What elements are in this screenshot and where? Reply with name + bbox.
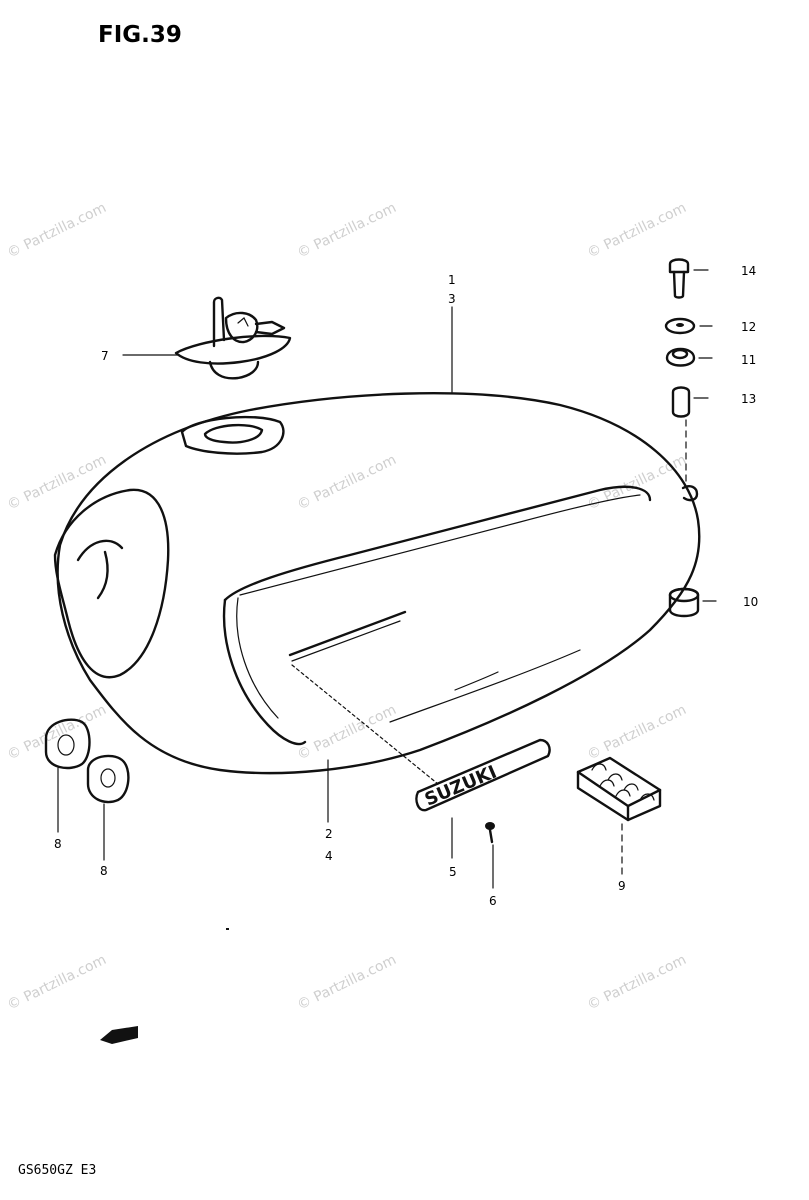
watermark-text: © Partzilla.com xyxy=(5,200,109,262)
callout-13: 13 xyxy=(741,392,756,406)
watermark-text: © Partzilla.com xyxy=(585,452,689,514)
fuel-cap-drawing xyxy=(174,296,292,380)
watermark-text: © Partzilla.com xyxy=(295,452,399,514)
emblem-badge-text: SUZUKI xyxy=(422,762,500,811)
watermark-text: © Partzilla.com xyxy=(5,702,109,764)
fuel-tank-drawing xyxy=(53,392,701,775)
front-arrow-icon xyxy=(100,1026,138,1044)
cushion-drawings xyxy=(44,718,130,804)
hardware-drawings xyxy=(664,258,700,618)
callout-12: 12 xyxy=(741,320,756,334)
watermark-layer: © Partzilla.com © Partzilla.com © Partzi… xyxy=(5,200,689,1014)
watermark-text: © Partzilla.com xyxy=(585,952,689,1014)
speck-mark xyxy=(226,928,229,930)
callout-7: 7 xyxy=(101,349,109,363)
callout-1: 1 xyxy=(448,273,456,287)
callout-8-right: 8 xyxy=(100,864,108,878)
figure-title: FIG.39 xyxy=(98,22,182,48)
callout-lines xyxy=(57,269,717,889)
watermark-text: © Partzilla.com xyxy=(295,200,399,262)
callout-6: 6 xyxy=(489,894,497,908)
callout-3: 3 xyxy=(448,292,456,306)
model-code: GS650GZ E3 xyxy=(18,1163,96,1178)
watermark-text: © Partzilla.com xyxy=(295,702,399,764)
callout-5: 5 xyxy=(449,865,457,879)
watermark-text: © Partzilla.com xyxy=(5,952,109,1014)
callout-9: 9 xyxy=(618,879,626,893)
callout-14: 14 xyxy=(741,264,756,278)
screw-drawing xyxy=(485,822,495,844)
emblem-drawing: SUZUKI xyxy=(415,738,551,812)
callout-8-left: 8 xyxy=(54,837,62,851)
callout-2: 2 xyxy=(325,827,333,841)
callout-10: 10 xyxy=(743,595,758,609)
bracket-drawing xyxy=(576,756,662,822)
callout-labels: 1 3 7 14 12 11 13 10 2 4 5 6 9 8 8 xyxy=(54,264,758,908)
watermark-text: © Partzilla.com xyxy=(585,702,689,764)
callout-4: 4 xyxy=(325,849,333,863)
watermark-text: © Partzilla.com xyxy=(585,200,689,262)
callout-11: 11 xyxy=(741,353,756,367)
watermark-text: © Partzilla.com xyxy=(295,952,399,1014)
